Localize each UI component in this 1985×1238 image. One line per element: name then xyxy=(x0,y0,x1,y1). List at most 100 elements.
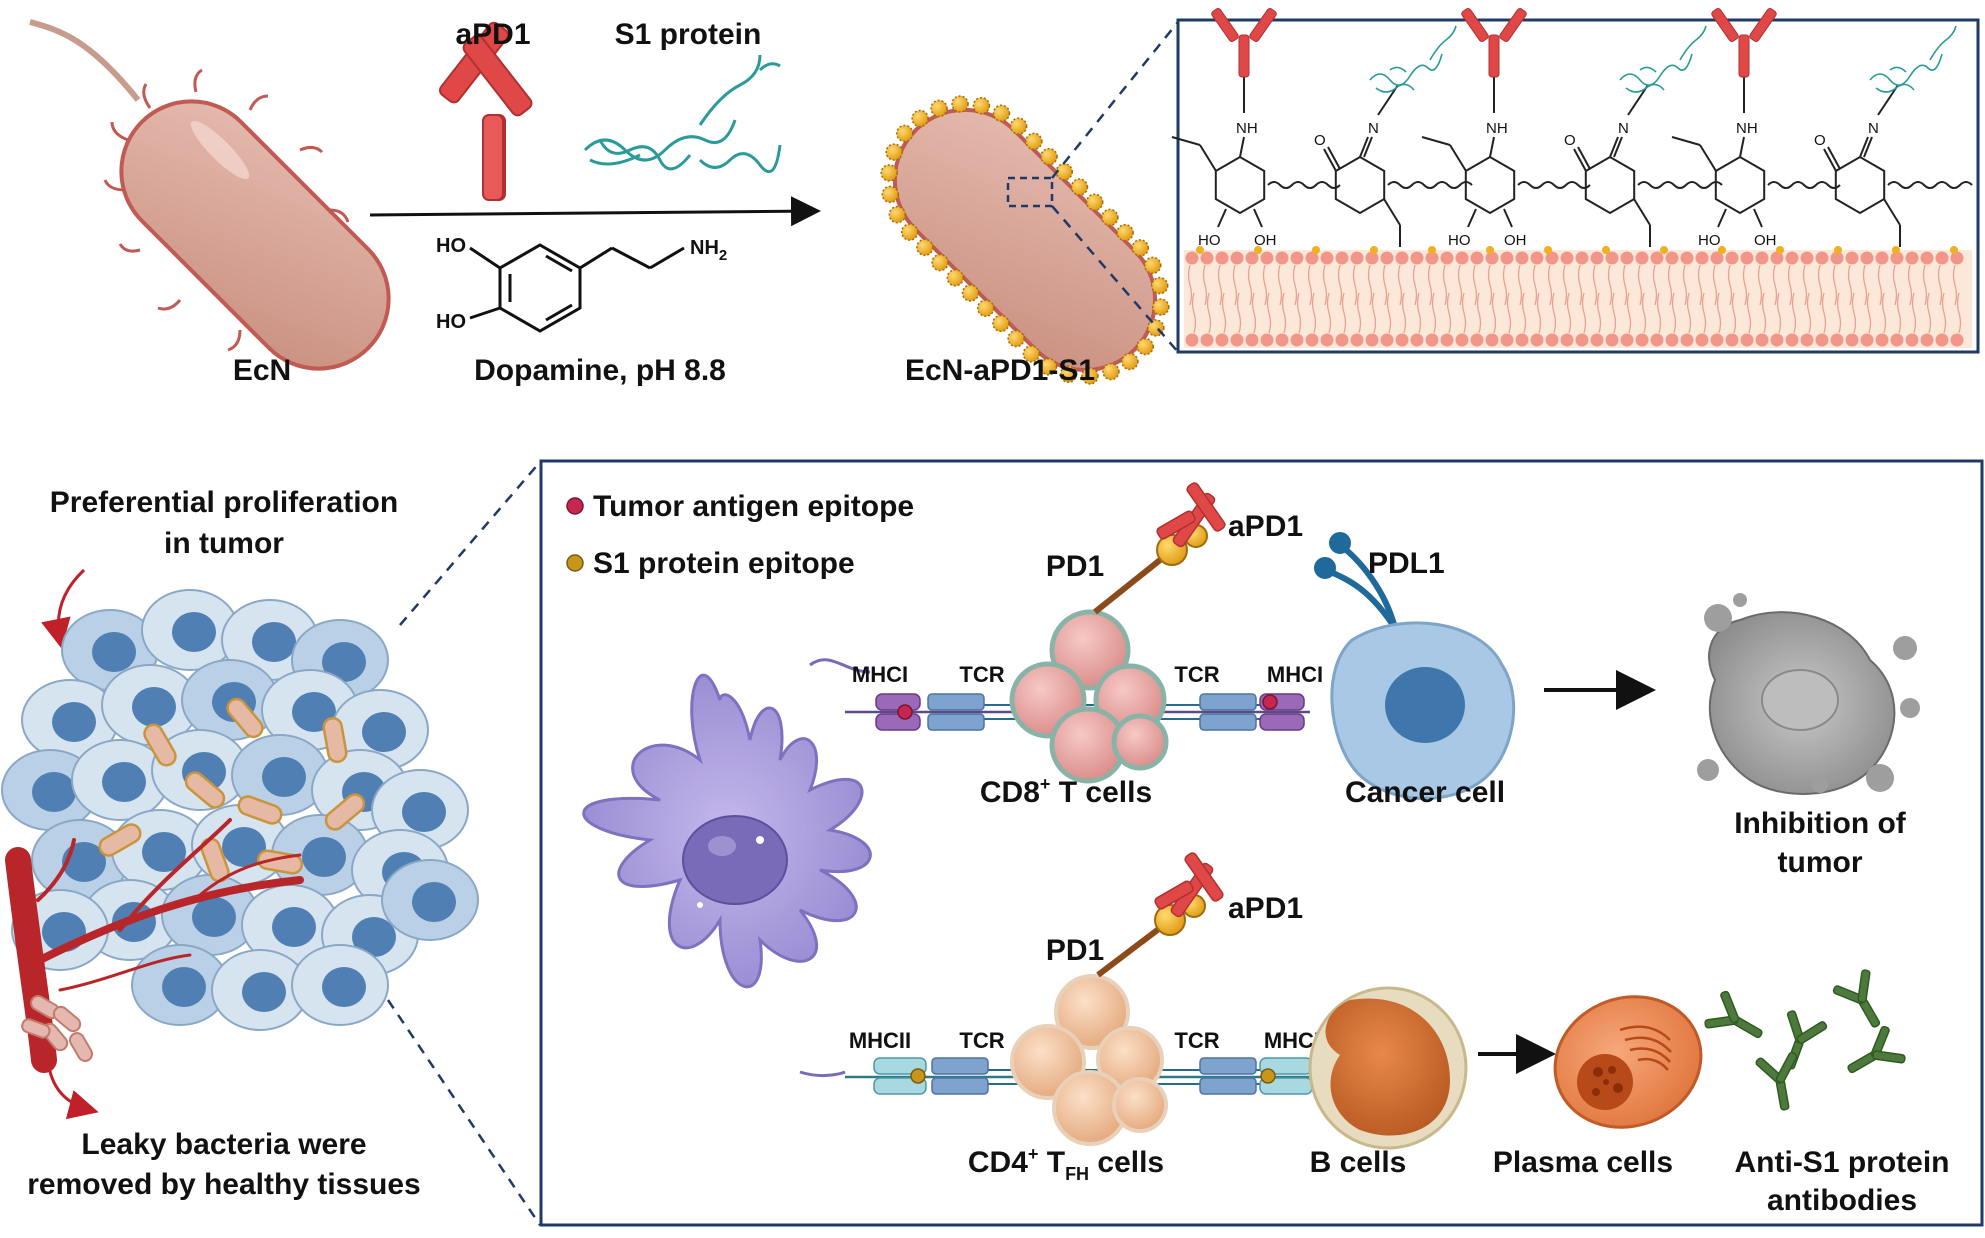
lipid-tail xyxy=(1322,264,1328,306)
lipid-tail xyxy=(1772,264,1778,306)
lipid-head-top xyxy=(1200,251,1214,265)
gold-nanoparticle xyxy=(1070,178,1089,196)
lipid-tail xyxy=(1236,292,1242,334)
cd8-label: CD8+ T cells xyxy=(980,774,1152,809)
gold-nanoparticle xyxy=(930,99,948,118)
anti-s1-antibody xyxy=(1755,1051,1798,1111)
gold-nanoparticle xyxy=(1055,163,1074,181)
b-cells-label: B cells xyxy=(1310,1146,1407,1179)
gold-nanoparticle xyxy=(1040,147,1058,166)
lipid-head-top xyxy=(1725,251,1739,265)
lipid-head-bottom xyxy=(1695,333,1709,347)
tumor-mass-icon xyxy=(1,589,479,1031)
legend-tumor-text: Tumor antigen epitope xyxy=(593,490,914,523)
apd1-antibody-icon xyxy=(438,21,533,201)
lipid-head-bottom xyxy=(1365,333,1379,347)
inset-oh-label: OH xyxy=(1504,232,1527,249)
dopamine-label: Dopamine, pH 8.8 xyxy=(474,354,726,387)
gold-nanoparticle xyxy=(1121,352,1139,371)
lipid-head-bottom xyxy=(1545,333,1559,347)
lipid-tail xyxy=(1311,292,1317,334)
lipid-head-top xyxy=(1590,251,1604,265)
lipid-tail xyxy=(1401,292,1407,334)
bond xyxy=(1323,148,1337,172)
lipid-tail xyxy=(1251,292,1257,334)
gold-nanoparticle xyxy=(972,96,991,115)
gold-nanoparticle xyxy=(1143,256,1162,275)
lipid-head-bottom xyxy=(1755,333,1769,347)
lipid-tail xyxy=(1247,264,1253,306)
pd1-receptor-bottom xyxy=(1096,919,1170,978)
zoom-line-tumor-top xyxy=(399,461,541,626)
gold-nanoparticle xyxy=(888,205,907,224)
gold-nanoparticle xyxy=(961,284,980,302)
gold-nanoparticle xyxy=(1085,193,1104,211)
b-cell-icon xyxy=(1308,986,1468,1150)
legend-s1-dot xyxy=(566,554,584,572)
surface-anchor-dot xyxy=(1718,246,1726,254)
lipid-tail xyxy=(1607,264,1613,306)
lipid-head-top xyxy=(1815,251,1829,265)
gold-nanoparticle xyxy=(900,223,919,241)
tumor-bottom-line1: Leaky bacteria were xyxy=(81,1128,366,1161)
lipid-head-bottom xyxy=(1425,333,1439,347)
inset-o-label: O xyxy=(1314,132,1326,149)
mhcii-right-complex xyxy=(1259,1057,1313,1095)
wavy-link xyxy=(1517,181,1591,189)
lipid-head-top xyxy=(1515,251,1529,265)
gold-nanoparticle xyxy=(1059,365,1078,384)
lipid-head-top xyxy=(1395,251,1409,265)
gold-nanoparticle xyxy=(911,109,929,128)
bond-to-protein xyxy=(1877,84,1899,116)
coated-bacterium-icon xyxy=(880,95,1170,385)
inset-s1-protein-icon xyxy=(1369,25,1457,93)
lipid-tail xyxy=(1386,292,1392,334)
surface-anchor-dot xyxy=(1196,246,1204,254)
lipid-head-bottom xyxy=(1800,333,1814,347)
lipid-head-top xyxy=(1425,251,1439,265)
lipid-tail xyxy=(1566,292,1572,334)
cancer-cell-icon xyxy=(1330,621,1516,800)
anti-s1-antibody xyxy=(1786,1010,1828,1070)
lipid-tail xyxy=(1922,264,1928,306)
mhci-right-complex xyxy=(1259,693,1305,731)
lipid-tail xyxy=(1637,264,1643,306)
surface-anchor-dot xyxy=(1602,246,1610,254)
lipid-head-top xyxy=(1605,251,1619,265)
lipid-tail xyxy=(1716,292,1722,334)
lipid-tail xyxy=(1686,292,1692,334)
lipid-tail xyxy=(1821,292,1827,334)
red-arrow-bottom xyxy=(46,1059,99,1120)
zoom-line-tumor-bottom xyxy=(386,999,542,1226)
tumor-cell-icon xyxy=(141,589,239,671)
catechol-ring xyxy=(1214,155,1266,215)
s1-protein-icon xyxy=(583,54,782,174)
lipid-head-top xyxy=(1710,251,1724,265)
s1-protein-label: S1 protein xyxy=(615,18,762,51)
lipid-head-top xyxy=(1455,251,1469,265)
lipid-membrane xyxy=(1184,246,1972,348)
bond xyxy=(1199,144,1217,172)
lipid-tail xyxy=(1431,292,1437,334)
bond xyxy=(1503,208,1513,228)
inset-nh-label: NH xyxy=(1486,120,1508,137)
pd1-top-label: PD1 xyxy=(1046,550,1104,583)
lipid-head-top xyxy=(1440,251,1454,265)
bond xyxy=(1739,136,1745,158)
lipid-tail xyxy=(1892,264,1898,306)
inset-antibody-icon xyxy=(1711,8,1777,78)
mhcii-left-label: MHCII xyxy=(849,1028,911,1053)
surface-anchor-dot xyxy=(1834,246,1842,254)
bond xyxy=(1577,146,1591,170)
surface-anchor-dot xyxy=(1486,246,1494,254)
legend-s1-text: S1 protein epitope xyxy=(593,547,855,580)
surface-anchor-dot xyxy=(1544,246,1552,254)
bond xyxy=(1863,136,1873,158)
tumor-cell-icon xyxy=(131,944,229,1026)
lipid-tail xyxy=(1907,264,1913,306)
lipid-tail xyxy=(1791,292,1797,334)
mhci-right-label: MHCI xyxy=(1267,662,1323,687)
inset-ho-label: HO xyxy=(1448,232,1471,249)
lipid-head-bottom xyxy=(1515,333,1529,347)
pdl1-label: PDL1 xyxy=(1368,547,1445,580)
